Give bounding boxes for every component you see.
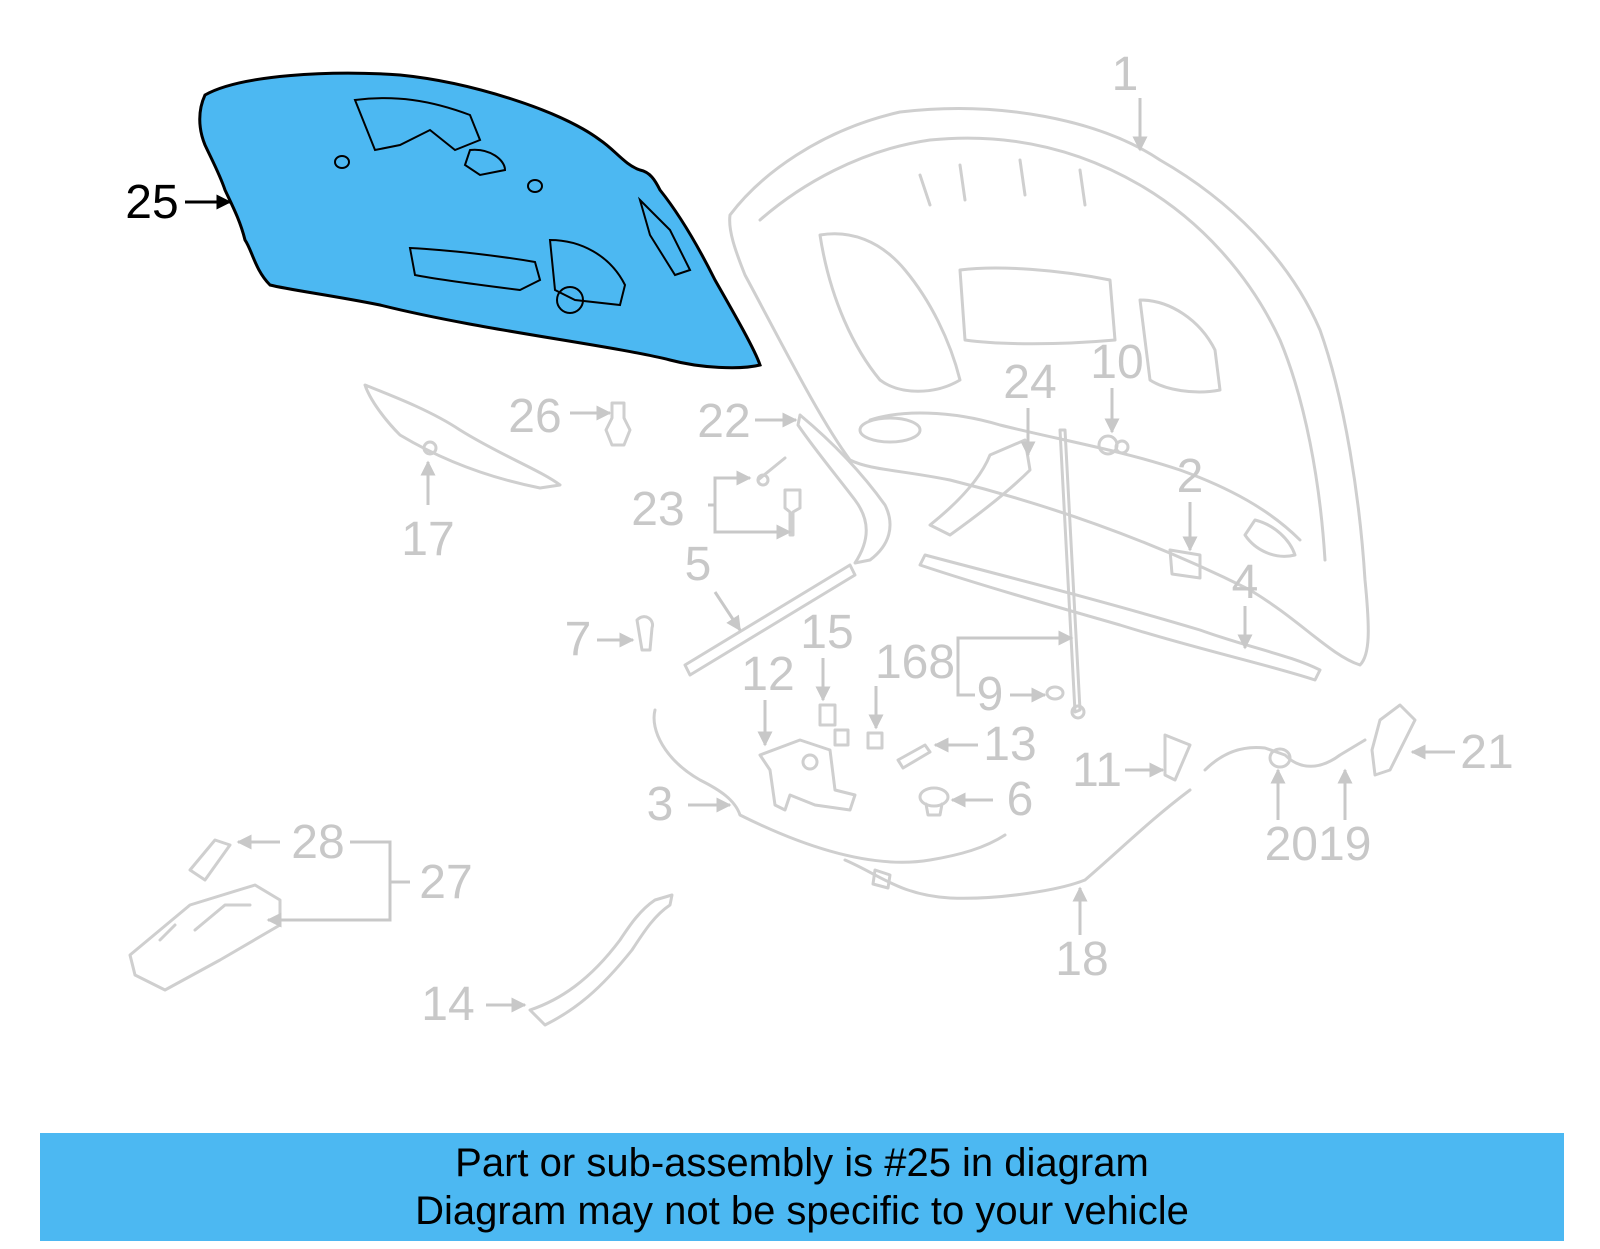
part-12-latch[interactable] bbox=[758, 738, 857, 812]
part-26-fastener[interactable] bbox=[604, 401, 632, 447]
callout-25[interactable]: 25 bbox=[125, 176, 178, 229]
callout-15[interactable]: 15 bbox=[800, 606, 853, 659]
info-banner: Part or sub-assembly is #25 in diagram D… bbox=[40, 1133, 1564, 1241]
part-13-bolt[interactable] bbox=[896, 743, 932, 770]
callout-6[interactable]: 6 bbox=[1007, 773, 1034, 826]
callout-1[interactable]: 1 bbox=[1112, 48, 1139, 101]
callout-27[interactable]: 27 bbox=[419, 856, 472, 909]
part-18-cable[interactable] bbox=[843, 788, 1192, 900]
part-5-strip[interactable] bbox=[683, 563, 857, 677]
callout-23[interactable]: 23 bbox=[631, 483, 684, 536]
callout-10[interactable]: 10 bbox=[1090, 336, 1143, 389]
part-23-bolts[interactable] bbox=[756, 456, 802, 537]
callout-14[interactable]: 14 bbox=[421, 978, 474, 1031]
part-10-clip[interactable] bbox=[1097, 434, 1130, 456]
callout-12[interactable]: 12 bbox=[741, 648, 794, 701]
part-16-block[interactable] bbox=[866, 731, 884, 750]
callout-168[interactable]: 168 bbox=[875, 636, 955, 689]
part-1-hood[interactable] bbox=[728, 107, 1370, 667]
callout-28[interactable]: 28 bbox=[291, 816, 344, 869]
callout-24[interactable]: 24 bbox=[1003, 356, 1056, 409]
part-28-bulb[interactable] bbox=[188, 838, 232, 882]
part-6-grommet[interactable] bbox=[918, 786, 950, 817]
banner-line-1: Part or sub-assembly is #25 in diagram bbox=[455, 1141, 1149, 1185]
parts-diagram: 1 2 3 4 5 6 7 9 10 11 12 13 14 15 168 17… bbox=[125, 48, 1513, 1031]
callout-5[interactable]: 5 bbox=[685, 538, 712, 591]
part-17-panel[interactable] bbox=[363, 383, 562, 490]
callout-13[interactable]: 13 bbox=[983, 718, 1036, 771]
banner-line-2: Diagram may not be specific to your vehi… bbox=[415, 1189, 1189, 1233]
part-3-cable[interactable] bbox=[652, 708, 1007, 864]
callout-9[interactable]: 9 bbox=[977, 668, 1004, 721]
part-21-handle[interactable] bbox=[1370, 703, 1417, 777]
callout-17[interactable]: 17 bbox=[401, 513, 454, 566]
callout-2019[interactable]: 2019 bbox=[1265, 818, 1372, 871]
callout-22[interactable]: 22 bbox=[697, 395, 750, 448]
callout-2[interactable]: 2 bbox=[1177, 450, 1204, 503]
callout-21[interactable]: 21 bbox=[1460, 726, 1513, 779]
part-15-clip[interactable] bbox=[818, 703, 850, 747]
leader-lines bbox=[185, 98, 1455, 1013]
part-4-seal[interactable] bbox=[918, 553, 1322, 682]
part-24-bracket[interactable] bbox=[928, 438, 1032, 537]
callout-18[interactable]: 18 bbox=[1055, 933, 1108, 986]
callout-26[interactable]: 26 bbox=[508, 390, 561, 443]
callout-4[interactable]: 4 bbox=[1232, 556, 1259, 609]
part-2-bumper[interactable] bbox=[1168, 548, 1202, 580]
part-9-ballstud[interactable] bbox=[1045, 685, 1065, 701]
callout-3[interactable]: 3 bbox=[647, 778, 674, 831]
part-7-clip[interactable] bbox=[635, 615, 655, 652]
callout-11[interactable]: 11 bbox=[1072, 744, 1122, 797]
part-22-hinge[interactable] bbox=[796, 413, 892, 565]
part-20-19-cable-ends[interactable] bbox=[1203, 738, 1367, 772]
part-27-lamp[interactable] bbox=[128, 883, 282, 992]
callout-7[interactable]: 7 bbox=[565, 613, 592, 666]
part-8-strut[interactable] bbox=[1058, 428, 1086, 720]
part-14-prop-rod[interactable] bbox=[528, 893, 674, 1027]
part-25-hood-insulator[interactable] bbox=[198, 71, 762, 370]
part-11-bracket[interactable] bbox=[1163, 733, 1192, 782]
